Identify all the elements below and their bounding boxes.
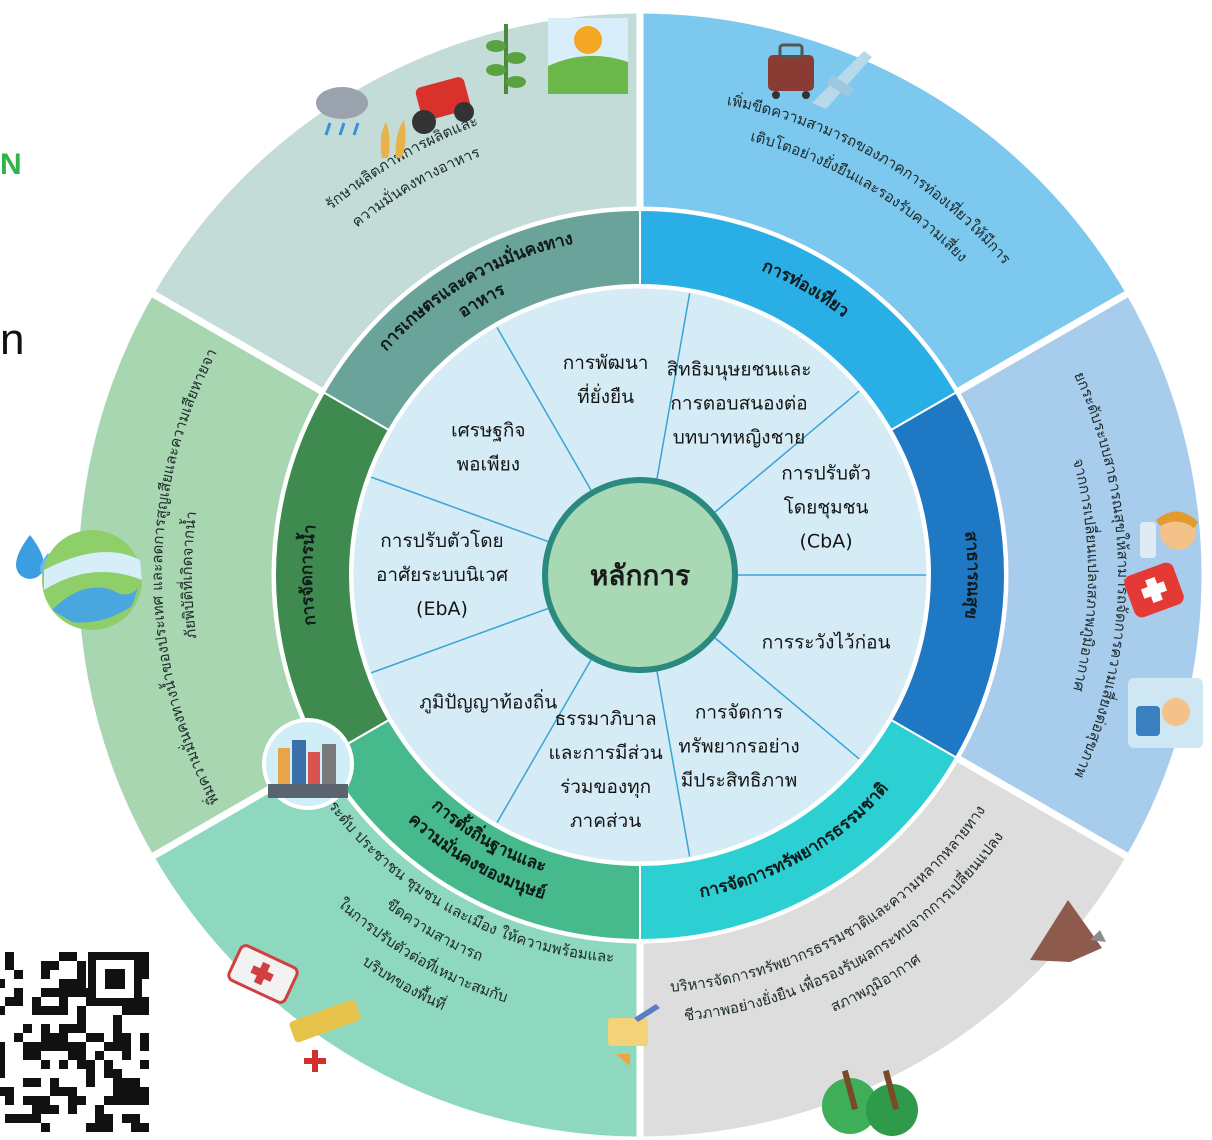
principle-divider <box>496 326 592 491</box>
principle-divider <box>656 671 691 857</box>
sun-field-icon <box>548 18 628 94</box>
partial-subtitle-letter: n <box>0 315 25 364</box>
suitcase-icon <box>768 43 814 99</box>
airplane-icon <box>812 51 872 109</box>
rescue-worker-icon <box>289 999 361 1072</box>
first-aid-kit-icon <box>1124 562 1184 618</box>
rain-cloud-icon <box>316 87 368 136</box>
city-icon <box>262 718 354 810</box>
sector-5-name-wedge <box>322 208 641 432</box>
principle-5-text: ภูมิปัญญาท้องถิ่น <box>419 688 557 713</box>
principle-2-text: การระวังไว้ก่อน <box>762 632 891 654</box>
principle-0-text: สิทธิมนุษยชนและการตอบสนองต่อบทบาทหญิงชาย <box>667 359 812 449</box>
principle-divider <box>656 293 691 479</box>
principle-divider <box>370 607 549 674</box>
center-hub-disc <box>548 483 732 667</box>
ambulance-icon <box>227 944 299 1004</box>
principle-divider <box>370 476 549 543</box>
sector-1-name-text: สาธารณสุข <box>960 530 983 620</box>
principle-1-text: การปรับตัวโดยชุมชน(CbA) <box>781 462 871 552</box>
principle-divider <box>714 637 860 760</box>
center-hub: หลักการ <box>542 477 738 673</box>
trees-icon <box>822 1069 918 1136</box>
decorative-icons <box>0 18 1203 1136</box>
principle-divider <box>714 390 860 513</box>
qr-code-icon <box>0 948 154 1132</box>
river-landscape-icon <box>42 530 142 630</box>
landslide-icon <box>1030 900 1106 962</box>
center-label: หลักการ <box>590 559 690 592</box>
tractor-icon <box>412 77 474 134</box>
principle-7-text: เศรษฐกิจพอเพียง <box>451 420 525 476</box>
doctor-icon <box>1140 511 1198 558</box>
principle-4-text: ธรรมาภิบาลและการมีส่วนร่วมของทุกภาคส่วน <box>548 708 662 832</box>
whiteboard-icon <box>608 1004 660 1066</box>
patient-care-icon <box>1128 678 1203 748</box>
plant-icon <box>486 24 526 94</box>
principle-3-text: การจัดการทรัพยากรอย่างมีประสิทธิภาพ <box>678 701 799 791</box>
wheat-icon <box>380 120 406 158</box>
principle-6-text: การปรับตัวโดยอาศัยระบบนิเวศ(EbA) <box>376 529 508 620</box>
principle-8-text: การพัฒนาที่ยั่งยืน <box>563 352 649 408</box>
principle-divider <box>496 659 592 824</box>
partial-title-letter: N <box>0 148 22 181</box>
